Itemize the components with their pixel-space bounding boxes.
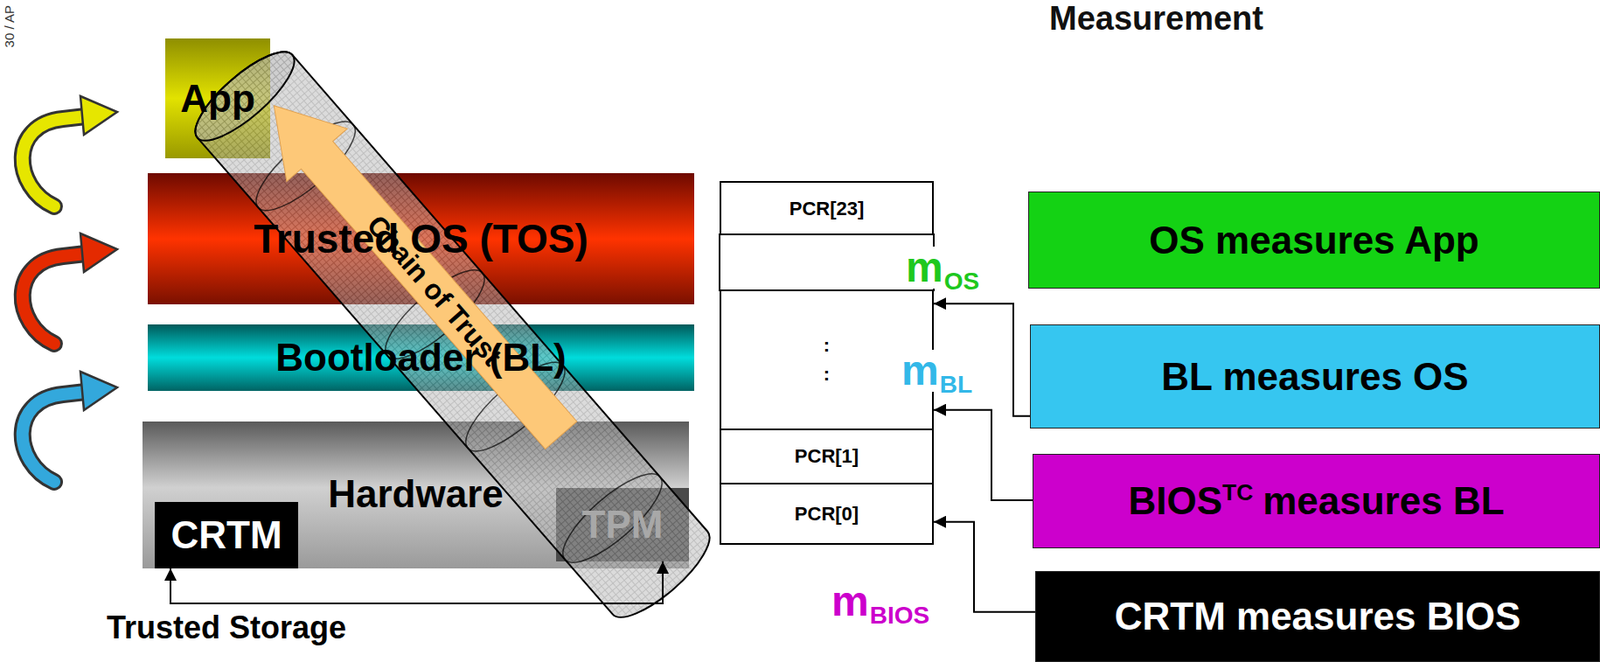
node-text: PCR[23] xyxy=(789,197,865,220)
node-label: Hardware xyxy=(327,472,504,516)
pcr-register: PCR[1] xyxy=(719,428,934,485)
node-text: OS measures App xyxy=(1148,218,1479,262)
pcr-register: PCR[0] xyxy=(719,482,934,545)
measurement-subscript: OS xyxy=(944,269,980,294)
node-text: CRTM measures BIOS xyxy=(1114,594,1522,638)
pcr-register: PCR[23] xyxy=(719,180,934,237)
curl-arrow-blue xyxy=(22,371,118,482)
node-text: Hardware xyxy=(327,472,504,515)
node-label: OS measures App xyxy=(1148,218,1479,263)
node-label: Bootloader (BL) xyxy=(275,335,566,380)
node-label: PCR[1] xyxy=(794,445,859,468)
node-text: BIOS xyxy=(1127,479,1223,522)
node-text: TPM xyxy=(582,502,664,546)
measurement-subscript: BL xyxy=(939,372,973,397)
crtm-chip: CRTM xyxy=(154,501,299,569)
connector-arrow xyxy=(170,561,663,604)
measurement-step: OS measures App xyxy=(1028,191,1600,289)
node-text: BL measures OS xyxy=(1161,354,1468,398)
node-label: PCR[0] xyxy=(794,502,859,526)
measurement-step: CRTM measures BIOS xyxy=(1035,570,1600,662)
node-text: App xyxy=(180,76,256,120)
measurement-symbol: m xyxy=(831,580,870,623)
node-label: PCR[23] xyxy=(789,197,865,221)
bracket-caption: Trusted Storage xyxy=(106,612,347,644)
connector-arrow xyxy=(933,521,1036,613)
node-label: TPM xyxy=(582,502,664,547)
node-label: BIOSTC measures BL xyxy=(1127,479,1504,523)
pcr-empty-row xyxy=(719,234,934,291)
superscript: TC xyxy=(1222,479,1253,506)
measurement-symbol: m xyxy=(901,349,940,392)
node-text: Bootloader (BL) xyxy=(275,335,566,379)
connector-arrow xyxy=(933,303,1030,417)
curl-arrow-red xyxy=(22,233,118,344)
measurement-step: BL measures OS xyxy=(1029,324,1600,429)
node-label: CRTM xyxy=(170,513,282,557)
node-text: PCR[0] xyxy=(794,502,859,525)
node-text: PCR[1] xyxy=(794,445,859,467)
connector-arrow xyxy=(933,410,1033,501)
node-label: CRTM measures BIOS xyxy=(1114,594,1522,639)
measurement-subscript: BIOS xyxy=(869,603,930,628)
node-text: CRTM xyxy=(170,513,282,557)
chain-of-trust-tube xyxy=(183,39,722,631)
node-label: App xyxy=(180,76,256,121)
node-text: measures BL xyxy=(1262,479,1504,522)
measurement-step: BIOSTC measures BL xyxy=(1032,453,1600,549)
slide-number: 30 / AP xyxy=(2,5,16,48)
node-label: : : xyxy=(820,330,834,389)
node-label: BL measures OS xyxy=(1161,354,1468,399)
curl-arrow-yellow xyxy=(22,96,118,207)
page-heading: Measurement xyxy=(1049,1,1264,35)
measurement-symbol: m xyxy=(905,246,944,289)
node-text: : : xyxy=(823,333,830,385)
